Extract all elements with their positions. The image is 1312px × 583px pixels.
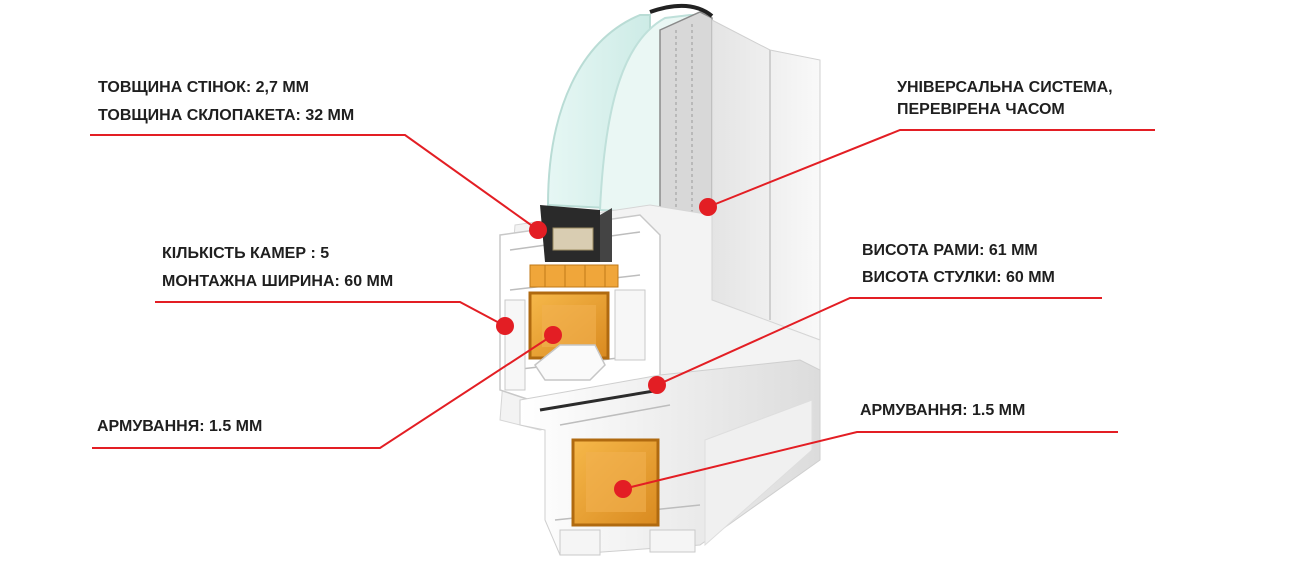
marker-dots	[496, 198, 717, 498]
marker-chambers	[496, 317, 514, 335]
leader-wall-thickness	[90, 134, 539, 231]
label-reinforcement-right: АРМУВАННЯ: 1.5 ММ	[860, 402, 1026, 419]
leader-reinforcement-left	[92, 334, 554, 449]
marker-system	[699, 198, 717, 216]
leader-lines	[90, 129, 1155, 490]
label-wall-thickness: ТОВЩИНА СТІНОК: 2,7 ММ	[98, 79, 309, 96]
window-profile-illustration	[499, 3, 821, 556]
spacer-desiccant	[552, 227, 594, 251]
label-sash-height: ВИСОТА СТУЛКИ: 60 ММ	[862, 269, 1055, 286]
marker-wall-thickness	[529, 221, 547, 239]
label-reinforcement-left: АРМУВАННЯ: 1.5 ММ	[97, 418, 263, 435]
thermal-insert	[529, 264, 619, 288]
marker-frame-height	[648, 376, 666, 394]
spacer-frame	[659, 11, 713, 231]
leader-frame-height	[656, 297, 1102, 386]
leader-reinforcement-right	[622, 431, 1118, 490]
label-glazing-thickness: ТОВЩИНА СКЛОПАКЕТА: 32 ММ	[98, 107, 355, 124]
label-mount-width: МОНТАЖНА ШИРИНА: 60 ММ	[162, 273, 394, 290]
marker-reinforcement-right	[614, 480, 632, 498]
label-frame-height: ВИСОТА РАМИ: 61 ММ	[862, 242, 1038, 259]
leader-system	[707, 129, 1155, 208]
label-chambers: КІЛЬКІСТЬ КАМЕР : 5	[162, 245, 330, 262]
marker-reinforcement-left	[544, 326, 562, 344]
label-system-line2: ПЕРЕВІРЕНА ЧАСОМ	[897, 101, 1065, 118]
leader-chambers	[155, 301, 506, 327]
label-system-line1: УНІВЕРСАЛЬНА СИСТЕМА,	[897, 79, 1113, 96]
frame-back-vertical	[711, 19, 821, 341]
